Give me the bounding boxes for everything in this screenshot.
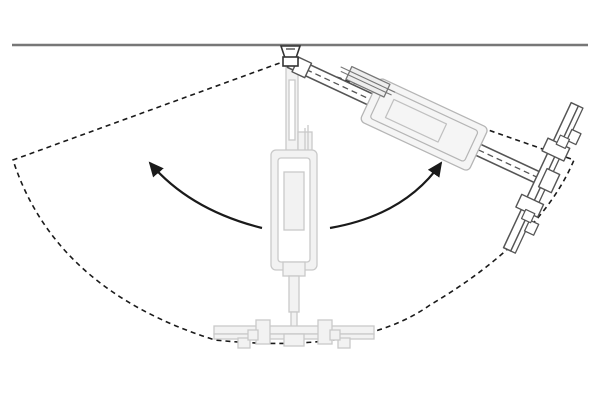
hanging-tool-bar xyxy=(213,325,375,335)
hanging-arm-inner-tube xyxy=(288,79,296,141)
motion-arrow-right xyxy=(329,161,443,230)
swung-tool-bar xyxy=(502,101,580,252)
ceiling-mount xyxy=(279,45,302,67)
swung-arm-inner-rod xyxy=(296,64,547,183)
arm-hanging-position xyxy=(213,61,375,349)
mount-pivot-block xyxy=(282,56,299,67)
motion-arrow-left xyxy=(148,161,263,230)
hanging-arm-stem xyxy=(288,275,300,313)
arm-swung-position xyxy=(286,55,584,254)
hanging-arm-collar xyxy=(282,261,306,277)
